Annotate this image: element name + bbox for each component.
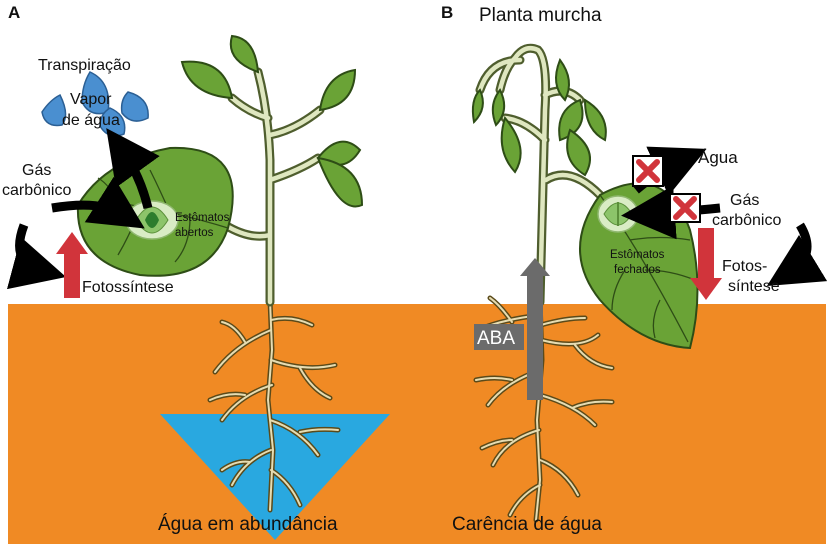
blocked-x-icon bbox=[632, 155, 664, 187]
co2-label-a-line1: Gás bbox=[22, 162, 51, 179]
co2-in-arrow-icon bbox=[51, 176, 145, 229]
roots-b bbox=[473, 295, 615, 523]
co2-label-b-line2: carbônico bbox=[712, 212, 781, 229]
caption-b: Carência de água bbox=[452, 514, 602, 535]
stomata-closed-label-line1: Estômatos bbox=[610, 249, 665, 261]
soil-layer bbox=[8, 304, 826, 544]
water-reservoir bbox=[160, 414, 390, 540]
photosynthesis-label-b-line1: Fotos- bbox=[722, 258, 767, 275]
panel-a-letter: A bbox=[8, 3, 20, 22]
water-label-b: Água bbox=[698, 148, 738, 167]
vapor-label-line2: de água bbox=[62, 112, 120, 129]
panel-b-title: Planta murcha bbox=[479, 5, 602, 26]
photosynthesis-up-arrow-icon bbox=[56, 232, 88, 298]
photosynthesis-label-b-line2: síntese bbox=[728, 278, 780, 295]
plant-b bbox=[471, 43, 827, 523]
aba-arrow-icon bbox=[474, 258, 550, 400]
caption-a: Água em abundância bbox=[158, 514, 338, 535]
photosynthesis-label-a: Fotossíntese bbox=[82, 279, 174, 296]
plant-a bbox=[6, 34, 364, 513]
roots-a bbox=[207, 297, 341, 513]
vapor-label-line1: Vapor bbox=[70, 91, 112, 108]
stomata-closed-label-line2: fechados bbox=[614, 264, 661, 276]
co2-label-a-line2: carbônico bbox=[2, 182, 71, 199]
cycle-arrow-b-icon bbox=[766, 222, 827, 287]
transpiration-label: Transpiração bbox=[38, 57, 131, 74]
stomata-open-label-line1: Estômatos bbox=[175, 212, 230, 224]
stomata-open-label-line2: abertos bbox=[175, 227, 214, 239]
aba-label: ABA bbox=[477, 328, 515, 349]
cycle-arrow-icon bbox=[6, 223, 67, 290]
stomata-closed bbox=[597, 195, 639, 233]
panel-b-letter: B bbox=[441, 3, 453, 22]
blocked-x-icon bbox=[669, 193, 701, 223]
photosynthesis-down-arrow-icon bbox=[690, 228, 722, 300]
co2-label-b-line1: Gás bbox=[730, 192, 759, 209]
vapor-drop-icon bbox=[41, 71, 149, 137]
